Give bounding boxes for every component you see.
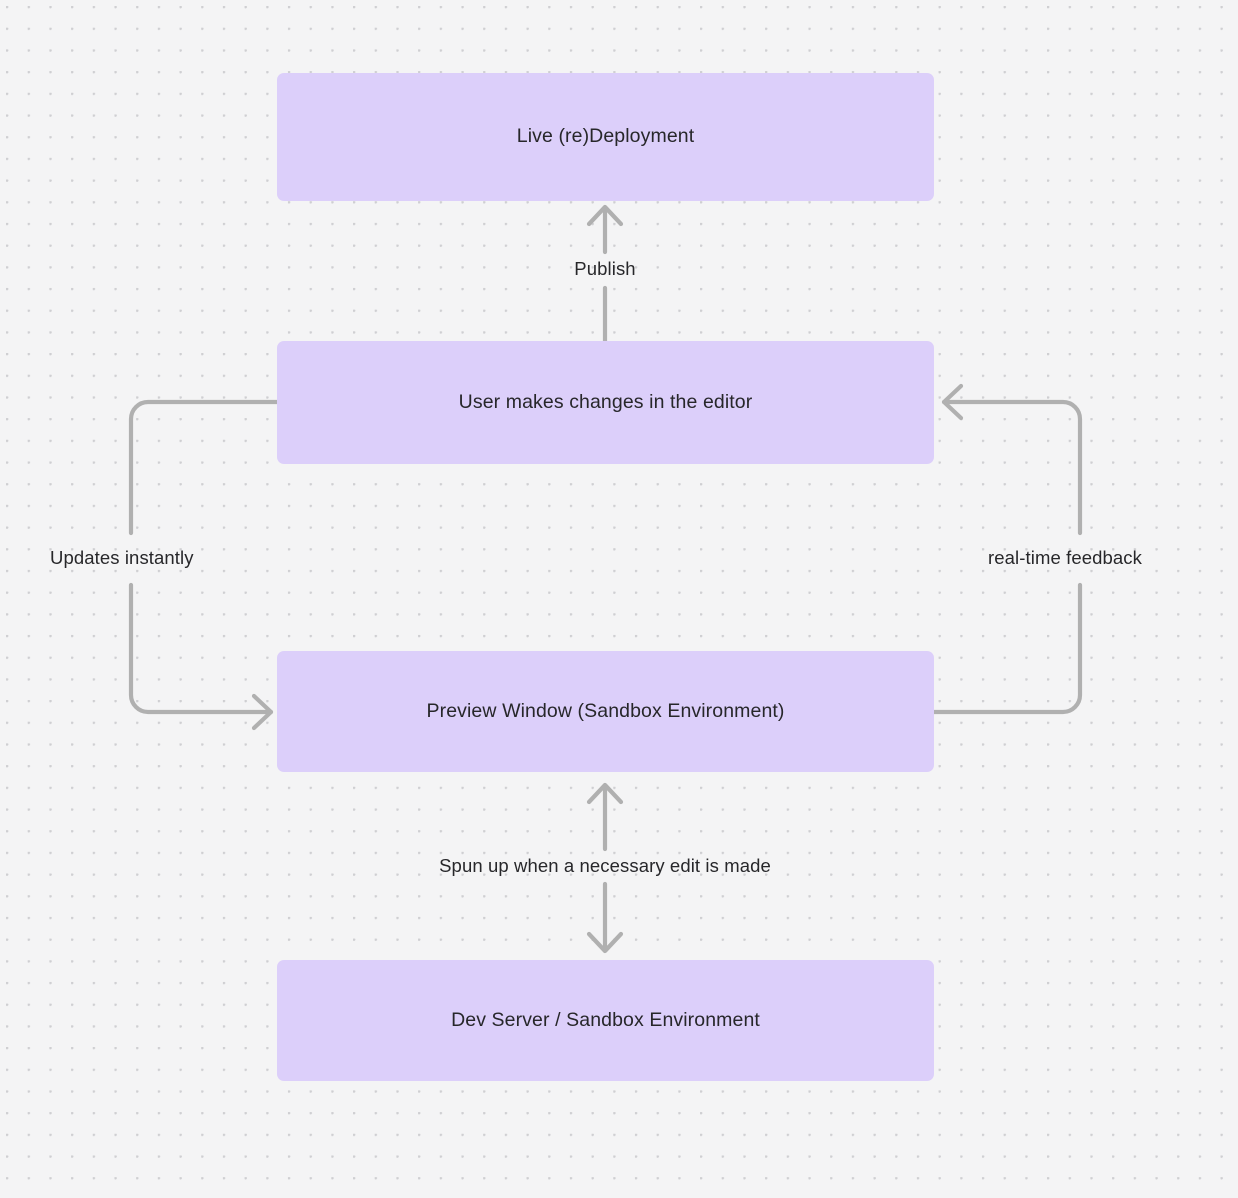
node-live-deployment[interactable]: Live (re)Deployment [277,73,934,201]
node-label: Dev Server / Sandbox Environment [451,1008,760,1031]
node-dev-server[interactable]: Dev Server / Sandbox Environment [277,960,934,1081]
edge-label-spun-up: Spun up when a necessary edit is made [439,854,771,876]
node-preview-window[interactable]: Preview Window (Sandbox Environment) [277,651,934,772]
edge-label-publish: Publish [574,257,636,279]
node-label: User makes changes in the editor [458,390,753,413]
node-label: Live (re)Deployment [516,125,695,148]
node-user-editor[interactable]: User makes changes in the editor [277,341,934,464]
edge-label-real-time-feedback: real-time feedback [988,546,1142,568]
node-label: Preview Window (Sandbox Environment) [426,699,785,722]
edge-label-updates-instantly: Updates instantly [50,546,194,568]
